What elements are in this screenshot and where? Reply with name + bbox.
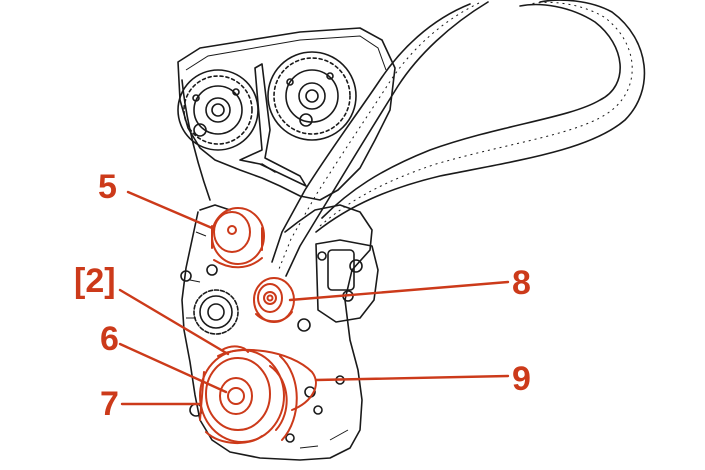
callout-5: 5 xyxy=(98,168,117,206)
timing-belt xyxy=(181,0,646,277)
callout-8: 8 xyxy=(512,264,531,302)
callout-7: 7 xyxy=(100,385,119,423)
left-camshaft-sprocket xyxy=(177,69,259,151)
callout-9: 9 xyxy=(512,360,531,398)
crankshaft-sprocket xyxy=(193,289,239,335)
upper-idler-pulley xyxy=(211,207,265,269)
lower-idler-pulley xyxy=(253,277,295,323)
callout-6: 6 xyxy=(100,320,119,358)
belt-tensioner xyxy=(199,345,317,445)
engine-front-cover xyxy=(177,27,396,461)
right-camshaft-sprocket xyxy=(267,51,357,141)
callout-2: [2] xyxy=(74,262,116,300)
